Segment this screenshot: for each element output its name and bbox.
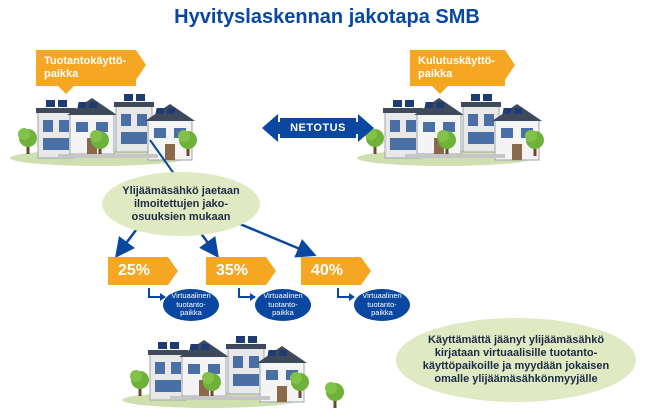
unused-surplus-bubble: Käyttämättä jäänyt ylijäämäsähkö kirjata… xyxy=(396,318,636,402)
share-tag-1: 25% xyxy=(108,257,178,285)
virtual-houses-illustration xyxy=(122,336,344,408)
virtual-site-2: Virtuaalinen tuotanto- paikka xyxy=(255,289,311,321)
surplus-note-bubble: Ylijäämäsähkö jaetaan ilmoitettujen jako… xyxy=(102,172,260,236)
virtual-site-1: Virtuaalinen tuotanto- paikka xyxy=(163,289,219,321)
virtual-site-label: Virtuaalinen tuotanto- paikka xyxy=(263,291,303,318)
arrow-icon xyxy=(337,288,355,301)
consumption-site-label: Kulutuskäyttö- paikka xyxy=(418,55,495,80)
netting-label: NETOTUS xyxy=(280,118,356,138)
arrow-icon xyxy=(238,288,256,301)
surplus-note-text: Ylijäämäsähkö jaetaan ilmoitettujen jako… xyxy=(122,184,240,223)
production-site-tag: Tuotantokäyttö- paikka xyxy=(36,50,147,94)
share-tag-2: 35% xyxy=(206,257,276,285)
distribution-arrows xyxy=(115,222,317,259)
page-title: Hyvityslaskennan jakotapa SMB xyxy=(174,6,480,28)
production-houses-illustration xyxy=(10,94,197,166)
share-tag-3: 40% xyxy=(301,257,371,285)
arrow-icon xyxy=(148,288,166,301)
consumption-site-tag: Kulutuskäyttö- paikka xyxy=(410,50,515,94)
unused-surplus-text: Käyttämättä jäänyt ylijäämäsähkö kirjata… xyxy=(422,334,610,385)
virtual-site-3: Virtuaalinen tuotanto- paikka xyxy=(354,289,410,321)
virtual-site-label: Virtuaalinen tuotanto- paikka xyxy=(171,291,211,318)
virtual-site-label: Virtuaalinen tuotanto- paikka xyxy=(362,291,402,318)
consumption-houses-illustration xyxy=(357,94,544,166)
production-site-label: Tuotantokäyttö- paikka xyxy=(44,55,127,80)
